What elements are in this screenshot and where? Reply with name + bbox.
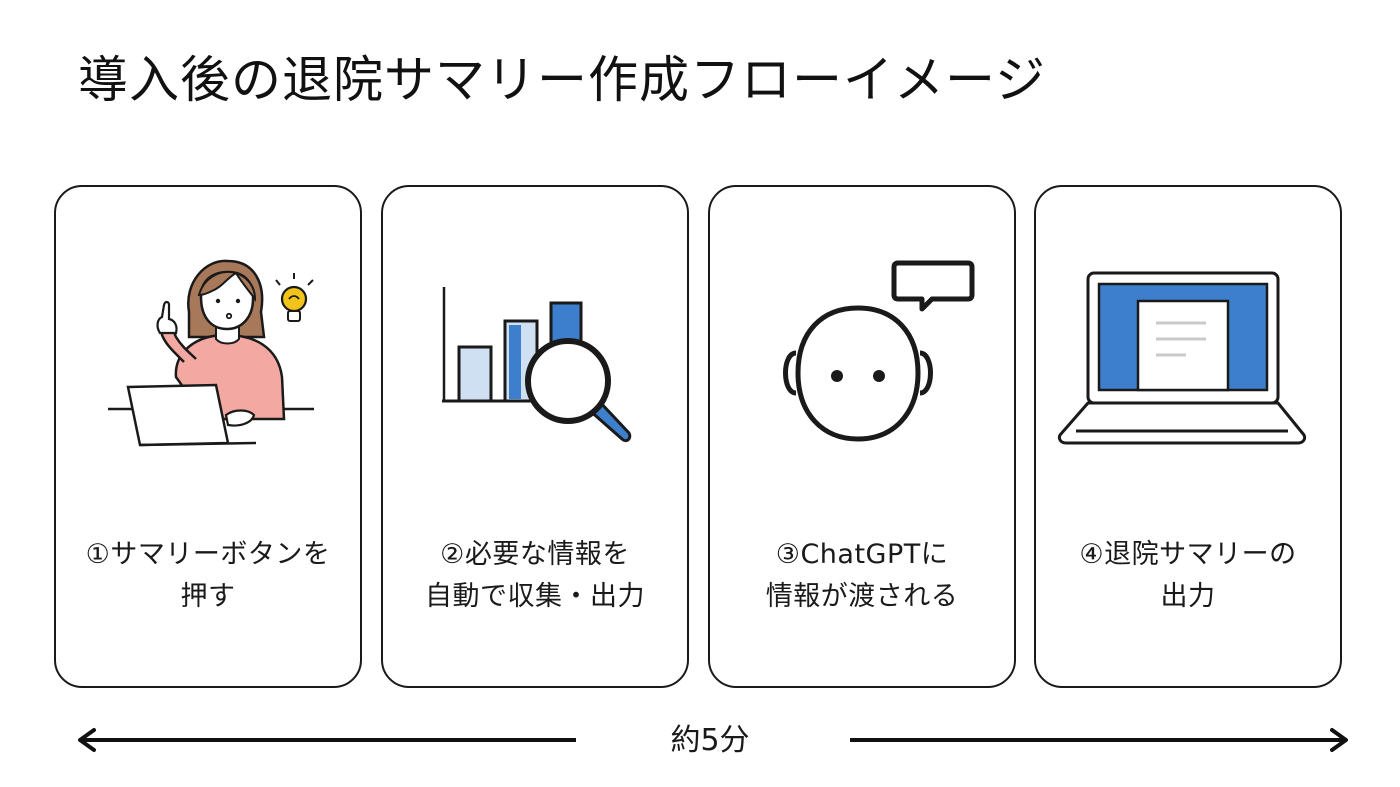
bar-chart-magnifier-icon xyxy=(442,287,632,443)
step-4-caption-line-1: ④退院サマリーの xyxy=(1079,539,1297,570)
duration-label: 約5分 xyxy=(670,723,750,758)
step-3-caption-line-2: 情報が渡される xyxy=(765,581,959,612)
timeline-arrows xyxy=(78,728,1348,752)
right-arrow-icon xyxy=(850,728,1348,752)
step-4-caption-line-2: 出力 xyxy=(1160,581,1216,612)
step-2-caption-line-1: ②必要な情報を xyxy=(440,539,630,570)
step-1-caption-line-2: 押す xyxy=(180,581,236,612)
step-3-caption-line-1: ③ChatGPTに xyxy=(775,539,949,570)
page-title: 導入後の退院サマリー作成フローイメージ xyxy=(78,51,1046,109)
left-arrow-icon xyxy=(78,728,576,752)
step-card-2: ②必要な情報を 自動で収集・出力 xyxy=(381,185,689,688)
robot-head-speech-icon xyxy=(783,260,975,442)
woman-laptop-lightbulb-icon xyxy=(108,259,314,447)
step-1-caption-line-1: ①サマリーボタンを xyxy=(85,539,331,570)
step-2-caption-line-2: 自動で収集・出力 xyxy=(425,581,645,612)
laptop-document-icon xyxy=(1057,271,1307,445)
step-card-4: ④退院サマリーの 出力 xyxy=(1034,185,1342,688)
step-card-1: ①サマリーボタンを 押す xyxy=(54,185,362,688)
step-card-3: ③ChatGPTに 情報が渡される xyxy=(708,185,1016,688)
